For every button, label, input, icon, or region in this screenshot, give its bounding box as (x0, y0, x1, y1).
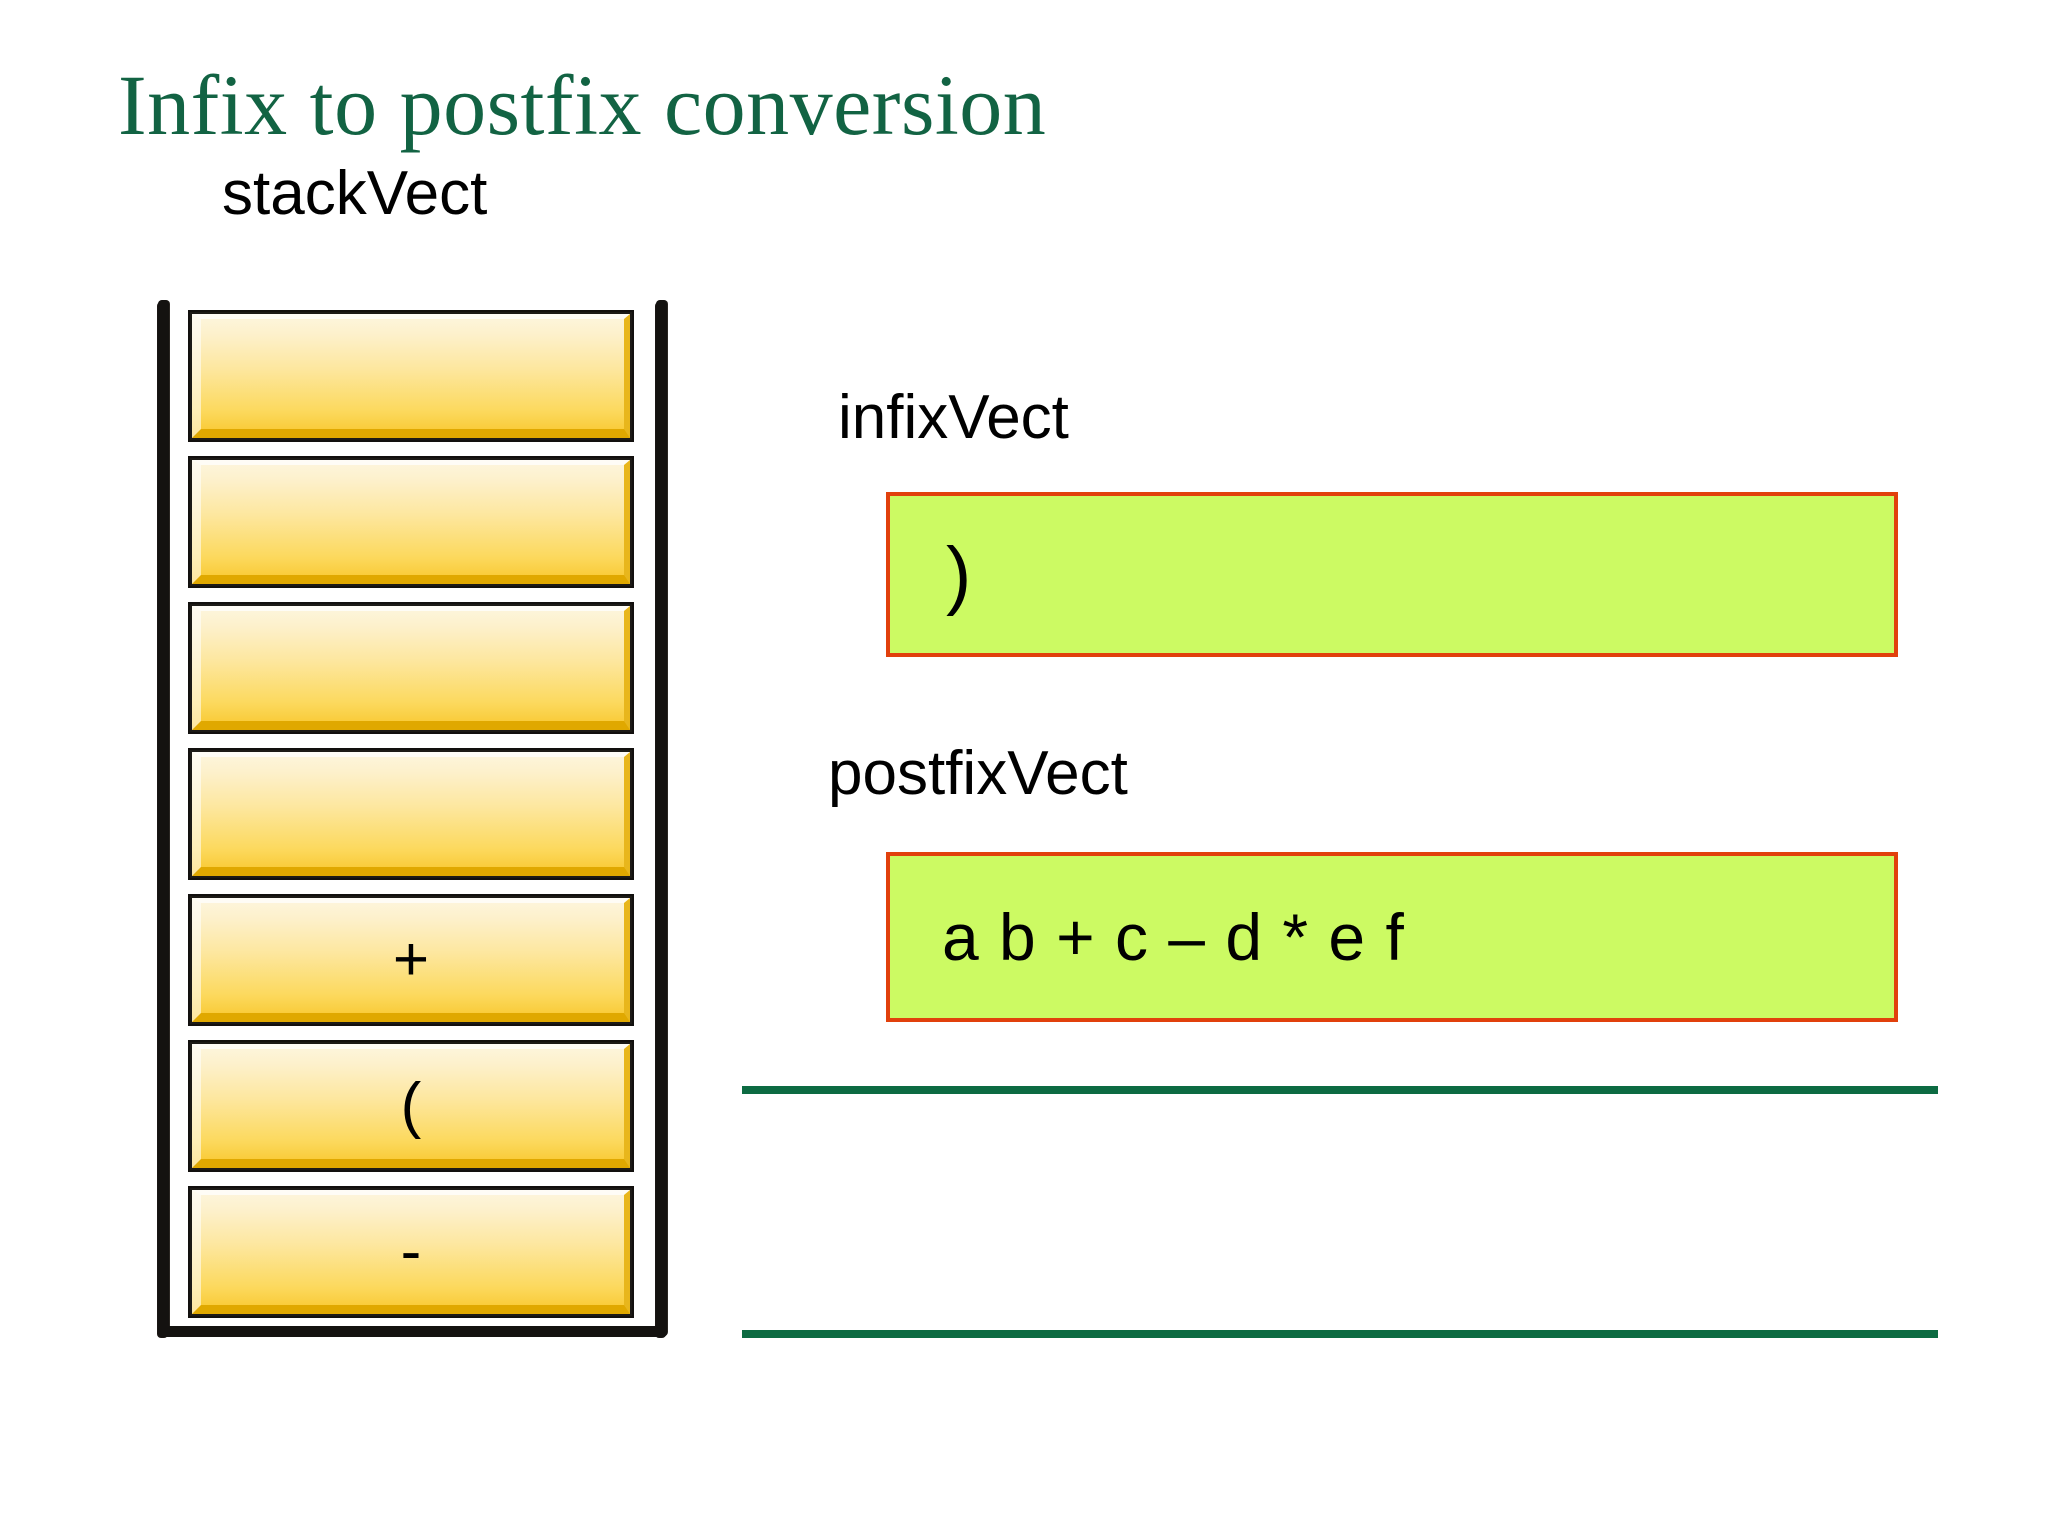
infixvect-label: infixVect (838, 383, 1069, 452)
stack-cell[interactable]: ( (188, 1040, 634, 1172)
infixvect-box[interactable]: ) (886, 492, 1898, 657)
stack-cell[interactable] (188, 310, 634, 442)
page-title: Infix to postfix conversion (118, 57, 1047, 153)
postfixvect-box[interactable]: a b + c – d * e f (886, 852, 1898, 1022)
stack-wall-right (656, 300, 667, 1336)
stack-cell[interactable]: + (188, 894, 634, 1026)
infixvect-value: ) (946, 532, 973, 617)
stack-diagram: + ( - (150, 300, 710, 1350)
stack-wall-bottom (158, 1326, 667, 1337)
stack-cell[interactable] (188, 602, 634, 734)
stackvect-label: stackVect (222, 159, 488, 228)
stack-cell[interactable] (188, 748, 634, 880)
divider-rule-top (742, 1086, 1938, 1094)
stack-wall-left (158, 300, 169, 1336)
stack-cell[interactable]: - (188, 1186, 634, 1318)
stack-cell-value: - (400, 1217, 422, 1286)
stack-cell-value: + (392, 925, 430, 994)
divider-rule-bottom (742, 1330, 1938, 1338)
postfixvect-value: a b + c – d * e f (942, 900, 1405, 974)
stack-cell[interactable] (188, 456, 634, 588)
postfixvect-label: postfixVect (828, 739, 1128, 808)
stack-cell-value: ( (400, 1071, 422, 1140)
